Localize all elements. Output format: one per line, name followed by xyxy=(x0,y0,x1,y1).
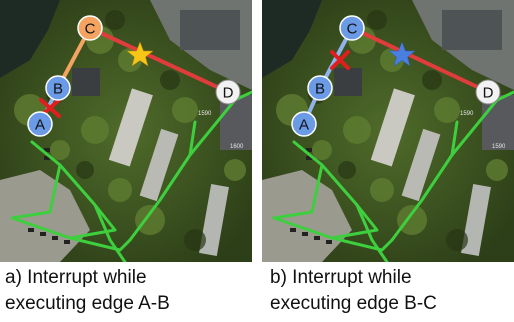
map-label: 1590 xyxy=(460,111,474,117)
water-area xyxy=(262,0,322,78)
caption-line: b) Interrupt while xyxy=(270,267,412,288)
node-label: D xyxy=(483,85,494,102)
caption-b: b) Interrupt while executing edge B-C xyxy=(270,265,437,317)
building-roof-dark xyxy=(442,10,502,50)
star-icon xyxy=(388,41,416,67)
caption-line: executing edge A-B xyxy=(5,293,170,314)
building-2 xyxy=(401,128,441,202)
building-small xyxy=(334,68,362,96)
water-area xyxy=(0,0,60,78)
node-c: C xyxy=(339,15,365,41)
node-label: C xyxy=(85,21,96,38)
aerial-map-a: 1590 1600 A B xyxy=(0,0,252,262)
panel-a: 1590 1600 A B xyxy=(0,0,252,262)
parking-lot xyxy=(262,170,352,262)
map-label: 1600 xyxy=(230,144,244,150)
building-roof-dark xyxy=(180,10,240,50)
building-3 xyxy=(461,183,491,257)
node-c: C xyxy=(77,15,103,41)
node-label: D xyxy=(223,85,234,102)
node-a: A xyxy=(27,111,53,137)
node-d: D xyxy=(475,79,501,105)
parked-cars xyxy=(28,148,70,244)
building-2 xyxy=(139,128,179,202)
panel-b: 1590 1590 A B C xyxy=(262,0,514,262)
parking-lot xyxy=(0,170,90,262)
node-d: D xyxy=(215,79,241,105)
node-label: B xyxy=(53,81,63,98)
building-1 xyxy=(108,88,153,167)
node-b: B xyxy=(45,75,71,101)
edge-c-d xyxy=(351,26,489,94)
star-icon xyxy=(126,41,154,67)
edge-c-d xyxy=(89,26,229,94)
building-1 xyxy=(370,88,415,167)
path-network xyxy=(10,90,252,262)
node-label: A xyxy=(35,117,45,134)
node-label: A xyxy=(299,117,309,134)
caption-line: executing edge B-C xyxy=(270,293,437,314)
map-label: 1590 xyxy=(198,111,212,117)
node-b: B xyxy=(307,75,333,101)
caption-a: a) Interrupt while executing edge A-B xyxy=(5,265,170,317)
caption-line: a) Interrupt while xyxy=(5,267,147,288)
parked-cars xyxy=(290,148,332,244)
map-label: 1590 xyxy=(492,144,506,150)
node-a: A xyxy=(291,111,317,137)
building-3 xyxy=(199,183,229,257)
aerial-map-b: 1590 1590 A B C xyxy=(262,0,514,262)
path-network xyxy=(272,90,514,262)
node-label: C xyxy=(347,21,358,38)
interrupt-x-icon xyxy=(330,50,350,70)
node-label: B xyxy=(315,81,325,98)
building-small xyxy=(72,68,100,96)
